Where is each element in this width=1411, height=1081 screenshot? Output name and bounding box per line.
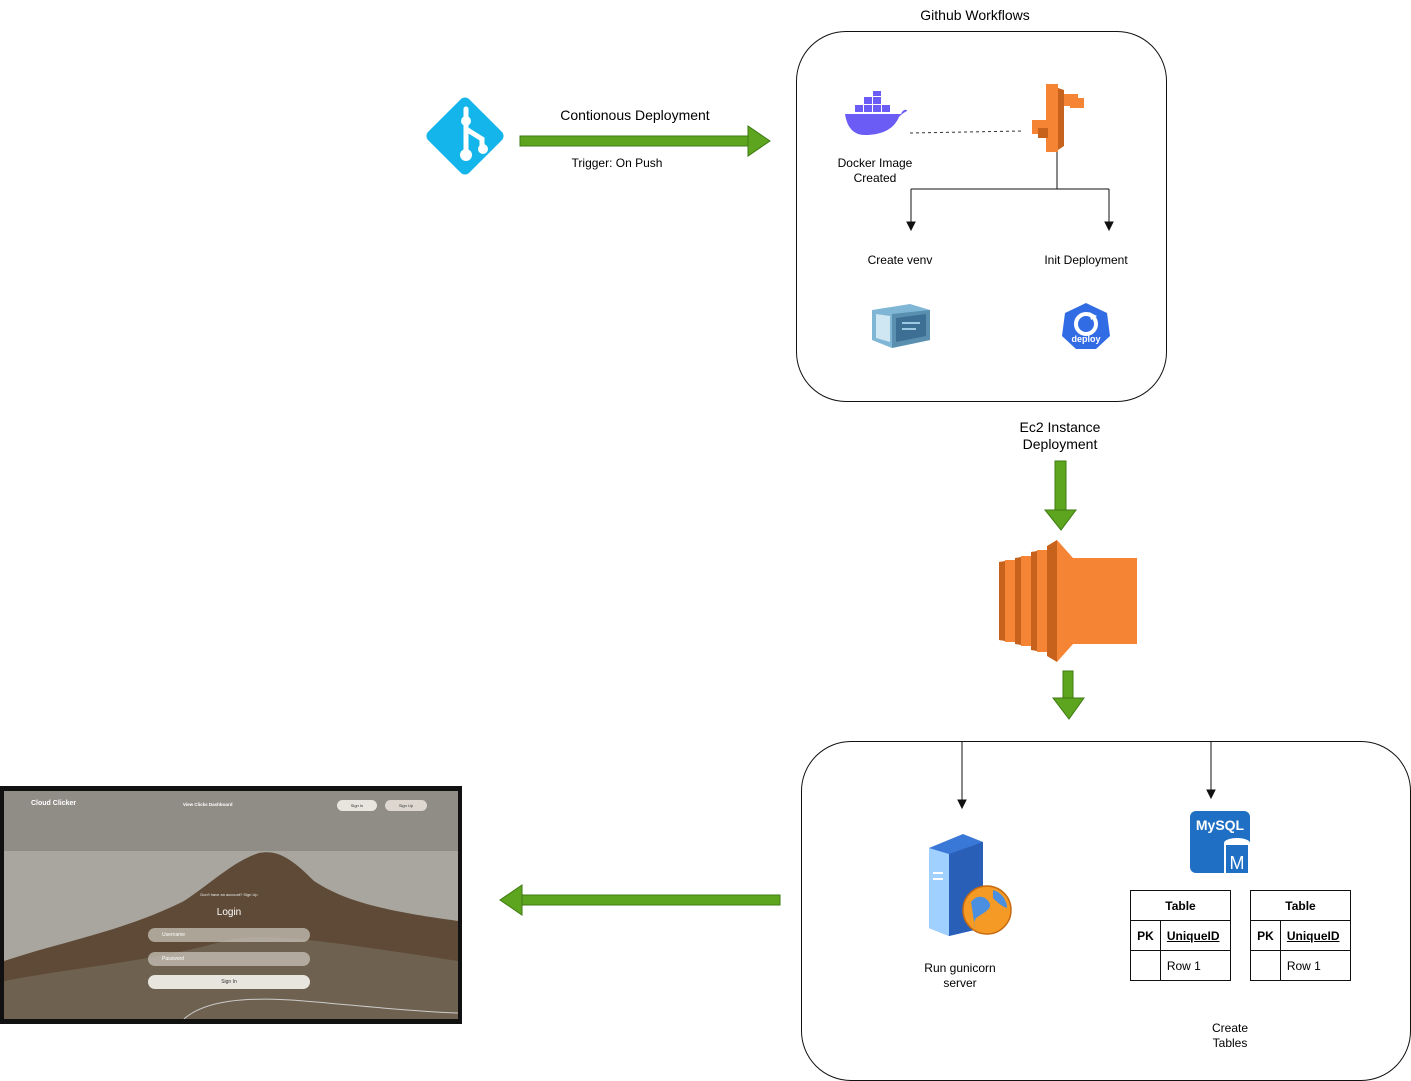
mysql-m-text: M: [1230, 853, 1245, 873]
virtual-env-icon: [872, 304, 930, 348]
aws-deploy-icon: [1032, 84, 1084, 152]
mysql-logo-text: MySQL: [1196, 817, 1245, 833]
er-table-1: Table PK UniqueID Row 1: [1130, 890, 1232, 981]
row-cell: Row 1: [1279, 950, 1352, 981]
app-submit-button[interactable]: Sign In: [148, 975, 310, 989]
app-nav-link[interactable]: View Clicks Dashboard: [183, 802, 233, 807]
app-sign-up-button[interactable]: Sign Up: [385, 800, 427, 811]
deploy-badge-text: deploy: [1071, 334, 1100, 344]
gunicorn-label: Run gunicorn server: [924, 961, 996, 990]
trigger-label: Trigger: On Push: [571, 156, 663, 170]
table-title: Table: [1250, 890, 1351, 921]
ec2-icon: [999, 540, 1137, 662]
github-workflows-box: [796, 31, 1167, 402]
cd-label: Contionous Deployment: [560, 107, 710, 123]
ec2-to-server-arrow: [1051, 670, 1085, 720]
web-server-icon: [929, 834, 1012, 936]
cd-arrow: [519, 125, 771, 157]
create-tables-label: Create Tables: [1211, 1021, 1249, 1050]
pk-cell: PK: [1250, 920, 1281, 951]
app-password-field[interactable]: Password: [148, 952, 310, 966]
empty-cell: [1130, 950, 1161, 981]
app-screenshot-content: Cloud Clicker View Clicks Dashboard Sign…: [4, 791, 458, 1019]
app-brand: Cloud Clicker: [31, 800, 77, 807]
server-inner-arrows: [957, 742, 1216, 810]
app-screenshot: Cloud Clicker View Clicks Dashboard Sign…: [0, 786, 462, 1024]
workflows-title: Github Workflows: [920, 7, 1030, 23]
table-title: Table: [1130, 890, 1231, 921]
ec2-deploy-arrow: [1043, 460, 1077, 531]
kubernetes-deploy-icon: deploy: [1062, 303, 1110, 349]
key-cell: UniqueID: [1279, 920, 1352, 951]
init-deployment-label: Init Deployment: [1044, 253, 1128, 267]
serve-app-arrow: [499, 884, 781, 916]
create-venv-label: Create venv: [867, 253, 933, 267]
app-signup-prompt[interactable]: Don't have an account? Sign Up: [200, 892, 258, 897]
pk-cell: PK: [1130, 920, 1161, 951]
docker-label: Docker Image Created: [837, 156, 913, 185]
git-icon: [426, 97, 504, 175]
key-cell: UniqueID: [1159, 920, 1232, 951]
app-sign-in-button[interactable]: Sign In: [337, 800, 377, 811]
er-table-2: Table PK UniqueID Row 1: [1250, 890, 1352, 981]
docker-icon: [845, 91, 907, 135]
workflow-branch-lines: [906, 150, 1114, 232]
app-login-title: Login: [216, 907, 242, 918]
row-cell: Row 1: [1159, 950, 1232, 981]
mysql-icon: MySQL M: [1190, 811, 1250, 877]
app-username-field[interactable]: Username: [148, 928, 310, 942]
dashed-link: [909, 130, 1023, 134]
ec2-label: Ec2 Instance Deployment: [1019, 419, 1101, 452]
empty-cell: [1250, 950, 1281, 981]
